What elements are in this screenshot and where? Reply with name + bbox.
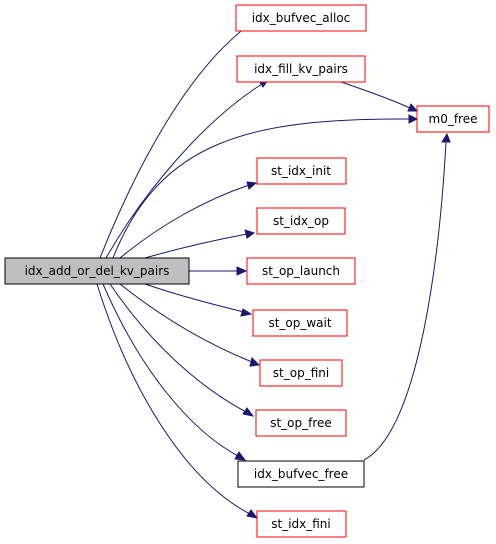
edge-root-st-op-free xyxy=(109,283,247,413)
edge-root-st-idx-init xyxy=(119,184,250,259)
node-label: st_op_free xyxy=(270,416,332,430)
node-box xyxy=(237,460,365,488)
edge-arrowhead xyxy=(249,357,261,367)
node-box xyxy=(256,157,347,185)
edge-arrowhead xyxy=(240,308,253,317)
node-box xyxy=(246,257,356,285)
node-label: idx_bufvec_free xyxy=(254,467,348,481)
edge-root-st-idx-fini xyxy=(96,283,251,515)
edge-arrowhead xyxy=(407,103,419,112)
edges xyxy=(96,20,451,519)
node-box xyxy=(416,105,490,133)
node-box xyxy=(235,4,367,32)
node-label: st_op_fini xyxy=(273,366,329,380)
node-box xyxy=(236,55,366,83)
node-st-idx-op[interactable]: st_idx_op xyxy=(256,207,346,235)
edge-arrowhead xyxy=(234,451,247,461)
node-idx-fill-kv-pairs[interactable]: idx_fill_kv_pairs xyxy=(236,55,366,83)
edge-root-bufvec-free xyxy=(102,283,239,457)
node-st-op-free[interactable]: st_op_free xyxy=(255,409,347,437)
node-box xyxy=(256,510,347,538)
edge-root-st-op-wait xyxy=(144,283,245,313)
edge-root-bufvec-alloc xyxy=(99,27,246,259)
node-label: idx_bufvec_alloc xyxy=(252,11,351,25)
node-st-idx-init[interactable]: st_idx_init xyxy=(256,157,347,185)
node-label: idx_fill_kv_pairs xyxy=(254,62,348,76)
edge-arrowhead xyxy=(246,181,258,190)
node-idx-bufvec-alloc[interactable]: idx_bufvec_alloc xyxy=(235,4,367,32)
edge-arrowhead xyxy=(242,407,255,417)
edge-arrowhead xyxy=(441,132,451,143)
node-st-idx-fini[interactable]: st_idx_fini xyxy=(256,510,347,538)
edge-arrowhead xyxy=(246,509,259,519)
node-label: m0_free xyxy=(429,112,478,126)
node-label: st_idx_op xyxy=(273,214,329,228)
edge-root-st-idx-op xyxy=(144,233,248,259)
node-idx-bufvec-free[interactable]: idx_bufvec_free xyxy=(237,460,365,488)
node-st-op-launch[interactable]: st_op_launch xyxy=(246,257,356,285)
edge-arrowhead xyxy=(244,229,256,239)
edge-root-fill-kv-pairs xyxy=(105,83,263,259)
node-st-op-fini[interactable]: st_op_fini xyxy=(259,359,343,387)
edge-arrowhead xyxy=(408,114,419,124)
node-box xyxy=(255,409,347,437)
edge-root-m0-free xyxy=(112,118,411,259)
node-box xyxy=(256,207,346,235)
node-label: idx_add_or_del_kv_pairs xyxy=(25,264,170,278)
node-m0-free[interactable]: m0_free xyxy=(416,105,490,133)
node-label: st_idx_fini xyxy=(271,517,331,531)
edge-fill-kv-pairs-m0-free xyxy=(337,80,411,109)
node-label: st_idx_init xyxy=(271,164,331,178)
edge-arrowhead xyxy=(236,266,248,276)
node-root[interactable]: idx_add_or_del_kv_pairs xyxy=(4,257,190,285)
node-box xyxy=(4,257,190,285)
node-label: st_op_launch xyxy=(262,264,340,278)
edge-bufvec-free-m0-free xyxy=(363,141,447,461)
node-box xyxy=(252,309,348,337)
node-box xyxy=(259,359,343,387)
edge-root-st-op-fini xyxy=(119,283,253,363)
node-st-op-wait[interactable]: st_op_wait xyxy=(252,309,348,337)
node-label: st_op_wait xyxy=(268,316,331,330)
